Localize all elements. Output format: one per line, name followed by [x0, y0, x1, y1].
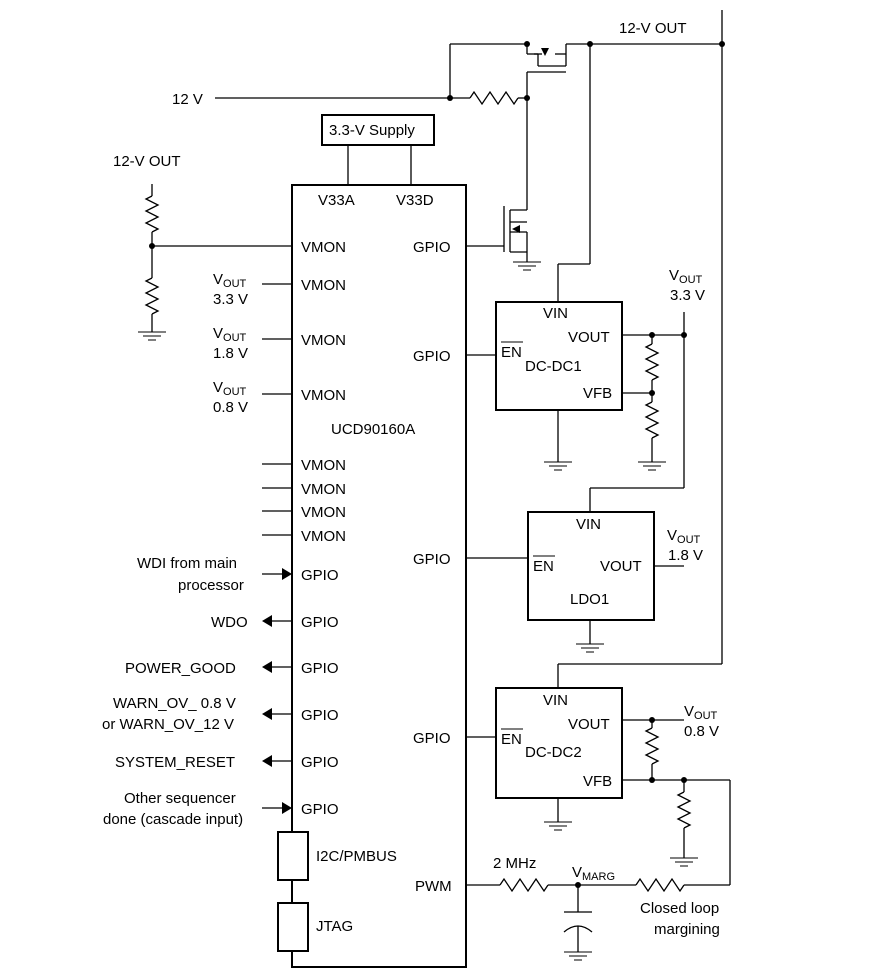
dcdc1-block: [495, 301, 623, 411]
pin-vmon-7: VMON: [301, 504, 346, 521]
pin-vmon-5: VMON: [301, 457, 346, 474]
pin-gpio-wdo: GPIO: [301, 614, 339, 631]
svg-text:VOUT: VOUT: [213, 379, 247, 398]
signal-wdi-line2: processor: [178, 577, 244, 594]
pin-gpio-r1: GPIO: [413, 239, 451, 256]
svg-text:VOUT: VOUT: [213, 325, 247, 344]
pin-v33a: V33A: [318, 192, 355, 209]
closed-loop-line1: Closed loop: [640, 900, 719, 917]
ldo1-en: EN: [533, 558, 554, 575]
svg-text:VOUT: VOUT: [213, 271, 247, 290]
pin-pwm: PWM: [415, 878, 452, 895]
i2c-pmbus-block: [277, 831, 309, 881]
signal-warn-line1: WARN_OV_ 0.8 V: [113, 695, 236, 712]
pin-vmon-2: VMON: [301, 277, 346, 294]
pwm-frequency: 2 MHz: [493, 855, 536, 872]
label-12v-out-left: 12-V OUT: [113, 153, 181, 170]
vmarg-label: VMARG: [572, 864, 615, 883]
signal-other-line1: Other sequencer: [124, 790, 236, 807]
signal-system-reset: SYSTEM_RESET: [115, 754, 235, 771]
svg-text:1.8 V: 1.8 V: [213, 345, 248, 362]
vmon-3v3-label: VOUT 3.3 V: [213, 271, 248, 308]
svg-text:VOUT: VOUT: [667, 527, 701, 546]
label-12v-out-top: 12-V OUT: [619, 20, 687, 37]
signal-other-line2: done (cascade input): [103, 811, 243, 828]
svg-text:VOUT: VOUT: [684, 703, 718, 722]
dcdc2-vout: VOUT: [568, 716, 610, 733]
vmon-12v-divider: [137, 184, 292, 341]
pin-vmon-1: VMON: [301, 239, 346, 256]
vmon-1v8-label: VOUT 1.8 V: [213, 325, 248, 362]
margining-network: [466, 877, 730, 961]
signal-warn-line2: or WARN_OV_12 V: [102, 716, 234, 733]
dcdc1-name: DC-DC1: [525, 358, 582, 375]
pin-gpio-wdi: GPIO: [301, 567, 339, 584]
nfet-switch: [466, 196, 542, 271]
jtag-label: JTAG: [316, 918, 353, 935]
pin-gpio-other: GPIO: [301, 801, 339, 818]
dcdc1-vout: VOUT: [568, 329, 610, 346]
signal-wdi-line1: WDI from main: [137, 555, 237, 572]
ldo1-name: LDO1: [570, 591, 609, 608]
ucd90160a-chip: [291, 184, 467, 968]
svg-text:VOUT: VOUT: [669, 267, 703, 286]
supply-3v3-box: [321, 114, 435, 146]
i2c-pmbus-label: I2C/PMBUS: [316, 848, 397, 865]
signal-power-good: POWER_GOOD: [125, 660, 236, 677]
dcdc1-vfb: VFB: [583, 385, 612, 402]
pin-gpio-r2: GPIO: [413, 348, 451, 365]
input-12v-path: [215, 10, 725, 664]
vmon-0v8-label: VOUT 0.8 V: [213, 379, 248, 416]
dcdc2-vin: VIN: [543, 692, 568, 709]
pin-gpio-r4: GPIO: [413, 730, 451, 747]
label-12v-in: 12 V: [172, 91, 203, 108]
supply-3v3-label: 3.3-V Supply: [329, 122, 415, 139]
jtag-block: [277, 902, 309, 952]
pin-gpio-warn: GPIO: [301, 707, 339, 724]
pin-gpio-r3: GPIO: [413, 551, 451, 568]
svg-text:0.8 V: 0.8 V: [213, 399, 248, 416]
dcdc1-vin: VIN: [543, 305, 568, 322]
dcdc2-vout-label: VOUT 0.8 V: [684, 703, 719, 740]
pin-vmon-4: VMON: [301, 387, 346, 404]
svg-text:3.3 V: 3.3 V: [670, 287, 705, 304]
dcdc1-vout-label: VOUT 3.3 V: [669, 267, 705, 304]
svg-text:0.8 V: 0.8 V: [684, 723, 719, 740]
dcdc1-en: EN: [501, 344, 522, 361]
ldo1-vout-label: VOUT 1.8 V: [667, 527, 703, 564]
pin-vmon-3: VMON: [301, 332, 346, 349]
dcdc2-block: [495, 687, 623, 799]
pin-vmon-6: VMON: [301, 481, 346, 498]
signal-wdo: WDO: [211, 614, 248, 631]
dcdc2-vfb: VFB: [583, 773, 612, 790]
dcdc2-en: EN: [501, 731, 522, 748]
pin-vmon-8: VMON: [301, 528, 346, 545]
pin-gpio-power-good: GPIO: [301, 660, 339, 677]
svg-text:3.3 V: 3.3 V: [213, 291, 248, 308]
ldo1-block: [527, 511, 655, 621]
closed-loop-line2: margining: [654, 921, 720, 938]
pin-v33d: V33D: [396, 192, 434, 209]
pin-gpio-system-reset: GPIO: [301, 754, 339, 771]
ldo1-vout: VOUT: [600, 558, 642, 575]
dcdc2-name: DC-DC2: [525, 744, 582, 761]
svg-text:1.8 V: 1.8 V: [668, 547, 703, 564]
chip-name: UCD90160A: [331, 421, 415, 438]
ldo1-vin: VIN: [576, 516, 601, 533]
